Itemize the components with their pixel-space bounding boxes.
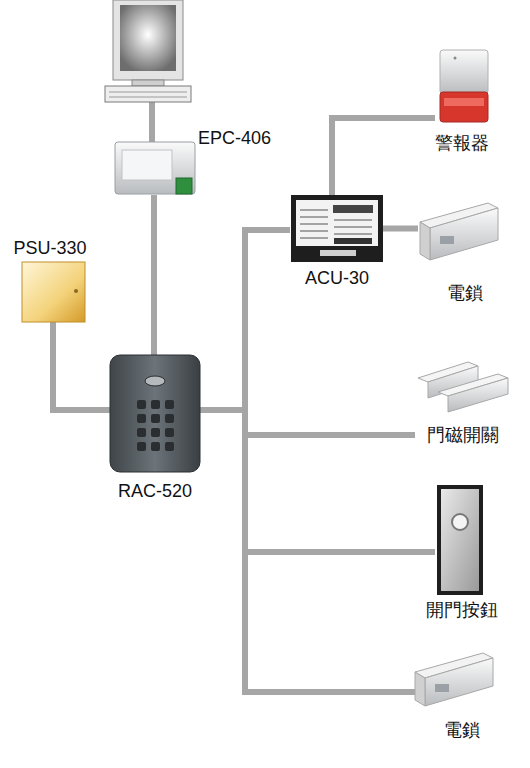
control-unit-illustration <box>291 195 383 262</box>
keypad-reader-illustration <box>137 414 146 423</box>
device-label: EPC-406 <box>198 128 271 148</box>
connection-wire <box>332 118 435 195</box>
connection-wire <box>200 410 435 552</box>
keypad-reader-illustration <box>165 428 174 437</box>
door-contact-illustration <box>418 362 508 412</box>
electric-lock-illustration <box>420 203 498 260</box>
computer-wire <box>149 100 155 142</box>
electric-lock-illustration <box>425 658 493 706</box>
siren-illustration <box>440 92 488 122</box>
control-unit-illustration <box>300 231 328 232</box>
keypad-reader-illustration <box>110 355 200 472</box>
control-unit-illustration <box>334 227 372 228</box>
electric-lock-illustration <box>440 236 454 244</box>
connection-wire <box>383 226 418 232</box>
keypad-reader-illustration <box>165 414 174 423</box>
computer-illustration <box>105 0 191 102</box>
device-label: 開門按鈕 <box>426 600 498 620</box>
device-node: 電鎖 <box>418 200 500 262</box>
device-label: RAC-520 <box>118 481 192 501</box>
control-unit-illustration <box>300 210 328 211</box>
device-node: 電鎖 <box>415 650 500 705</box>
computer-illustration <box>132 80 164 86</box>
power-supply-illustration <box>22 262 85 322</box>
electric-lock-illustration <box>420 222 430 260</box>
exit-button-illustration <box>437 485 483 595</box>
keypad-reader-illustration <box>165 400 174 409</box>
siren-illustration <box>454 57 457 60</box>
device-label: 門磁開關 <box>427 425 499 445</box>
control-unit-illustration <box>296 200 378 246</box>
device-label: 電鎖 <box>444 720 480 740</box>
control-unit-illustration <box>334 238 372 244</box>
keypad-reader-illustration <box>151 414 160 423</box>
device-node: EPC-406 <box>113 140 195 195</box>
siren-illustration <box>444 98 484 106</box>
connection-wire <box>151 195 157 355</box>
keypad-reader-illustration <box>145 376 165 386</box>
control-unit-illustration <box>320 250 356 256</box>
power-supply-illustration <box>22 262 85 322</box>
keypad-reader-illustration <box>137 442 146 451</box>
device-label: 電鎖 <box>447 283 483 303</box>
door-contact-illustration <box>448 378 508 412</box>
electric-lock-illustration <box>415 672 425 706</box>
device-node: PSU-330 <box>22 262 85 322</box>
control-unit-illustration <box>333 205 373 213</box>
device-node: 警報器 <box>435 45 493 125</box>
keypad-reader-illustration <box>110 355 200 472</box>
device-label: 警報器 <box>435 133 489 153</box>
converter-illustration <box>122 150 172 180</box>
converter-illustration <box>115 142 195 194</box>
control-unit-illustration <box>300 217 328 218</box>
keypad-reader-illustration <box>151 428 160 437</box>
device-node: 門磁開關 <box>415 360 510 412</box>
keypad-reader-illustration <box>151 400 160 409</box>
device-node: RAC-520 <box>110 355 200 472</box>
exit-button-illustration <box>441 489 479 591</box>
electric-lock-illustration <box>435 684 449 692</box>
keypad-reader-illustration <box>137 428 146 437</box>
device-label: PSU-330 <box>13 238 86 258</box>
control-unit-illustration <box>291 195 383 262</box>
device-node: 開門按鈕 <box>435 485 485 595</box>
siren-illustration <box>440 50 488 122</box>
computer-illustration <box>109 97 187 98</box>
exit-button-illustration <box>452 514 468 530</box>
connection-wire <box>53 322 110 410</box>
computer-illustration <box>105 86 191 102</box>
power-supply-illustration <box>74 289 78 293</box>
electric-lock-illustration <box>415 653 493 706</box>
siren-illustration <box>440 50 488 94</box>
keypad-reader-illustration <box>165 442 174 451</box>
connection-wire <box>200 230 290 410</box>
connection-wire <box>200 410 415 692</box>
converter-illustration <box>115 142 195 194</box>
converter-illustration <box>176 178 192 194</box>
control-unit-illustration <box>300 224 328 225</box>
keypad-reader-illustration <box>151 442 160 451</box>
device-node: ACU-30 <box>290 195 383 262</box>
keypad-reader-illustration <box>137 400 146 409</box>
control-unit-illustration <box>334 220 372 221</box>
control-unit-illustration <box>334 234 372 235</box>
computer-illustration <box>120 5 176 71</box>
device-label: ACU-30 <box>305 268 369 288</box>
electric-lock-illustration <box>430 208 498 260</box>
connection-wire <box>200 410 415 435</box>
exit-button-illustration <box>437 485 483 595</box>
computer-illustration <box>113 0 183 80</box>
computer-illustration <box>109 92 187 93</box>
control-unit-illustration <box>300 238 328 239</box>
